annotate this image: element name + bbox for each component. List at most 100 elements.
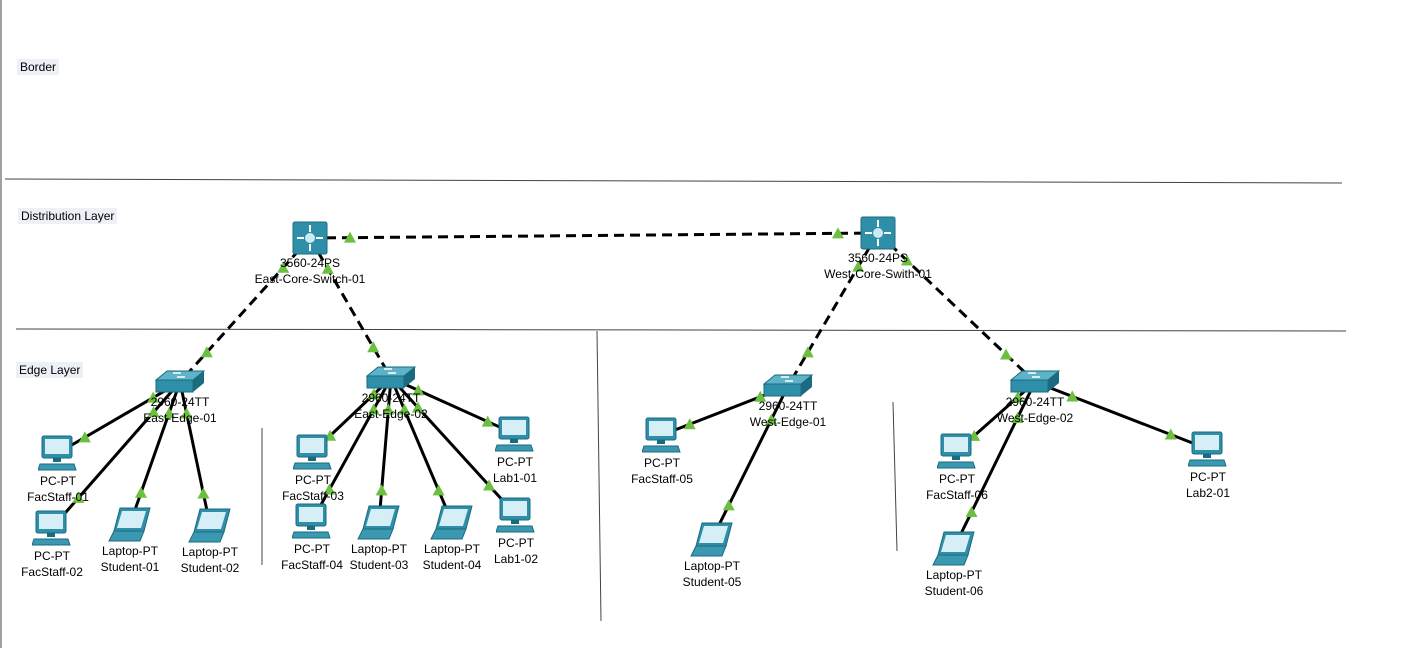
link-ee2-st04[interactable]	[389, 377, 454, 523]
device-model-label: PC-PT	[939, 472, 975, 486]
device-model-label: PC-PT	[497, 455, 533, 469]
device-student-05[interactable]: Laptop-PT Student-05	[647, 522, 777, 590]
device-model-label: PC-PT	[1190, 470, 1226, 484]
port-up-indicator	[411, 401, 424, 413]
device-west-core-swith-01[interactable]: 3560-24PS West-Core-Swith-01	[813, 216, 943, 282]
port-up-indicator	[1011, 391, 1024, 403]
port-up-indicator	[965, 506, 978, 518]
pc-icon	[642, 417, 681, 453]
switch-icon	[1010, 370, 1060, 393]
device-model-label: 2960-24TT	[1005, 395, 1065, 409]
port-up-indicator	[481, 415, 494, 427]
device-name-label: East-Core-Switch-01	[254, 272, 366, 286]
device-model-label: Laptop-PT	[350, 542, 408, 556]
port-up-indicator	[323, 483, 336, 495]
device-model-label: PC-PT	[34, 549, 70, 563]
device-student-02[interactable]: Laptop-PT Student-02	[145, 508, 275, 576]
port-up-indicator	[901, 254, 914, 266]
link-ee2-lab102[interactable]	[389, 376, 518, 517]
device-student-03[interactable]: Laptop-PT Student-03	[314, 505, 444, 573]
device-west-edge-02[interactable]: 2960-24TT West-Edge-02	[970, 370, 1100, 426]
device-model-label: PC-PT	[498, 536, 534, 550]
port-up-indicator	[999, 348, 1012, 360]
port-up-indicator	[375, 484, 388, 496]
port-up-indicator	[483, 479, 496, 491]
multilayer-switch-icon	[292, 221, 328, 255]
link-ee2-fs04[interactable]	[310, 377, 393, 522]
port-up-indicator	[367, 403, 380, 415]
device-name-label: FacStaff-05	[631, 472, 693, 486]
device-facstaff-04[interactable]: PC-PT FacStaff-04	[247, 503, 377, 573]
link-we1-st05[interactable]	[710, 385, 790, 540]
device-name-label: Student-01	[100, 560, 160, 574]
port-up-indicator	[754, 390, 767, 402]
device-lab1-01[interactable]: PC-PT Lab1-01	[450, 416, 580, 486]
device-east-core-switch-01[interactable]: 3560-24PS East-Core-Switch-01	[245, 221, 375, 287]
link-ee1-st02[interactable]	[178, 381, 212, 526]
link-wcs-we1[interactable]	[786, 232, 880, 387]
layer-label-border: Border	[17, 59, 60, 75]
device-east-edge-02[interactable]: 2960-24TT East-Edge-02	[326, 366, 456, 422]
link-ee2-st03[interactable]	[377, 377, 393, 523]
pc-icon	[937, 433, 976, 469]
link-ee1-fs01[interactable]	[57, 380, 181, 455]
device-name-label: Student-05	[682, 575, 742, 589]
port-up-indicator	[832, 227, 845, 239]
device-model-label: PC-PT	[294, 542, 330, 556]
link-ee1-fs02[interactable]	[50, 381, 182, 529]
link-ecs-wcs[interactable]	[309, 231, 879, 240]
device-name-label: Lab1-01	[492, 471, 538, 485]
laptop-icon	[188, 508, 231, 543]
port-up-indicator	[321, 262, 334, 274]
device-student-01[interactable]: Laptop-PT Student-01	[65, 507, 195, 575]
port-up-indicator	[180, 407, 193, 419]
device-name-label: FacStaff-02	[21, 565, 83, 579]
link-ee1-st01[interactable]	[128, 381, 182, 525]
pc-icon	[496, 497, 535, 533]
device-name-label: FacStaff-04	[281, 558, 343, 572]
laptop-icon	[108, 507, 151, 542]
device-lab2-01[interactable]: PC-PT Lab2-01	[1143, 431, 1273, 501]
device-facstaff-02[interactable]: PC-PT FacStaff-02	[0, 510, 117, 580]
device-facstaff-03[interactable]: PC-PT FacStaff-03	[248, 434, 378, 504]
port-up-indicator	[1164, 428, 1177, 440]
laptop-icon	[932, 531, 975, 566]
device-west-edge-01[interactable]: 2960-24TT West-Edge-01	[723, 374, 853, 430]
device-facstaff-06[interactable]: PC-PT FacStaff-06	[892, 433, 1022, 503]
zone-separator-2	[596, 330, 602, 622]
multilayer-switch-icon	[860, 216, 896, 250]
link-ecs-ee1[interactable]	[178, 236, 312, 384]
port-up-indicator	[277, 261, 290, 273]
device-lab1-02[interactable]: PC-PT Lab1-02	[451, 497, 581, 567]
port-up-indicator	[367, 341, 380, 353]
switch-icon	[366, 366, 416, 389]
device-facstaff-05[interactable]: PC-PT FacStaff-05	[597, 417, 727, 487]
zone-separator-3	[892, 401, 898, 552]
device-model-label: 3560-24PS	[847, 251, 909, 265]
device-model-label: Laptop-PT	[683, 559, 741, 573]
link-ee2-lab101[interactable]	[390, 376, 516, 436]
device-name-label: West-Edge-02	[996, 411, 1074, 425]
pc-icon	[32, 510, 71, 546]
device-model-label: 2960-24TT	[361, 391, 421, 405]
device-student-04[interactable]: Laptop-PT Student-04	[387, 505, 517, 573]
link-we2-lab201[interactable]	[1034, 380, 1209, 451]
port-up-indicator	[683, 418, 696, 430]
laptop-icon	[357, 505, 400, 540]
device-facstaff-01[interactable]: PC-PT FacStaff-01	[0, 435, 123, 505]
link-ecs-ee2[interactable]	[308, 237, 393, 379]
pc-icon	[293, 434, 332, 470]
layer-label-distribution: Distribution Layer	[18, 208, 118, 224]
device-east-edge-01[interactable]: 2960-24TT East-Edge-01	[115, 370, 245, 426]
device-name-label: East-Edge-01	[143, 411, 217, 425]
device-student-06[interactable]: Laptop-PT Student-06	[889, 531, 1019, 599]
port-up-indicator	[163, 407, 175, 419]
layer-divider-lines	[0, 0, 1347, 648]
port-up-indicator	[197, 487, 210, 499]
port-up-indicator	[801, 346, 814, 358]
link-we2-st06[interactable]	[952, 381, 1037, 549]
device-model-label: Laptop-PT	[181, 545, 239, 559]
distribution-divider	[15, 328, 1347, 332]
port-up-indicator	[72, 491, 85, 503]
